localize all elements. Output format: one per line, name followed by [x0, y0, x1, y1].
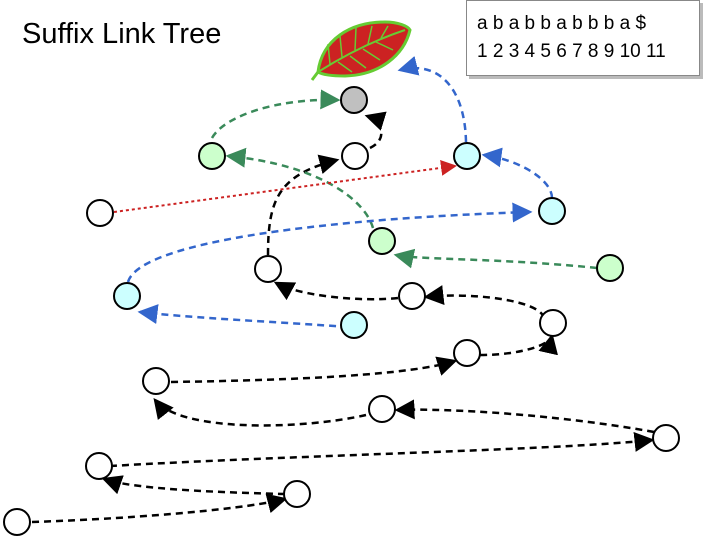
link-10: [266, 154, 340, 256]
page-title: Suffix Link Tree: [22, 18, 222, 50]
tree-node: [283, 480, 311, 508]
link-9: [273, 281, 399, 301]
link-7: [479, 333, 558, 357]
link-4: [394, 399, 655, 434]
tree-node: [368, 395, 396, 423]
tree-node: [85, 452, 113, 480]
tree-node: [539, 309, 567, 337]
link-5: [153, 398, 367, 427]
link-3: [109, 431, 655, 468]
link-19: [113, 159, 457, 213]
leaf-icon: [310, 20, 412, 81]
tree-node: [142, 367, 170, 395]
link-8: [423, 285, 546, 319]
tree-node: [254, 255, 282, 283]
link-15: [137, 304, 349, 329]
link-12: [393, 248, 598, 270]
string-box: a b a b b a b b b a $ 1 2 3 4 5 6 7 8 9 …: [466, 0, 700, 76]
link-16: [126, 202, 533, 283]
tree-node: [453, 339, 481, 367]
string-chars: a b a b b a b b b a $: [477, 13, 647, 34]
link-17: [481, 147, 554, 199]
link-18: [397, 56, 468, 143]
link-2: [101, 475, 286, 496]
tree-node: [398, 282, 426, 310]
tree-node: [113, 282, 141, 310]
tree-node: [538, 197, 566, 225]
tree-node: [86, 199, 114, 227]
link-13: [225, 147, 375, 229]
link-1: [31, 493, 288, 524]
tree-node: [198, 142, 226, 170]
root-node: [340, 86, 368, 114]
tree-node: [340, 311, 368, 339]
tree-node: [453, 142, 481, 170]
tree-node: [652, 424, 680, 452]
tree-node: [596, 254, 624, 282]
link-11: [364, 111, 387, 150]
tree-node: [3, 508, 31, 536]
link-14: [210, 89, 341, 139]
link-6: [170, 356, 458, 384]
tree-node: [341, 142, 369, 170]
tree-node: [368, 227, 396, 255]
string-positions: 1 2 3 4 5 6 7 8 9 10 11: [477, 41, 666, 62]
